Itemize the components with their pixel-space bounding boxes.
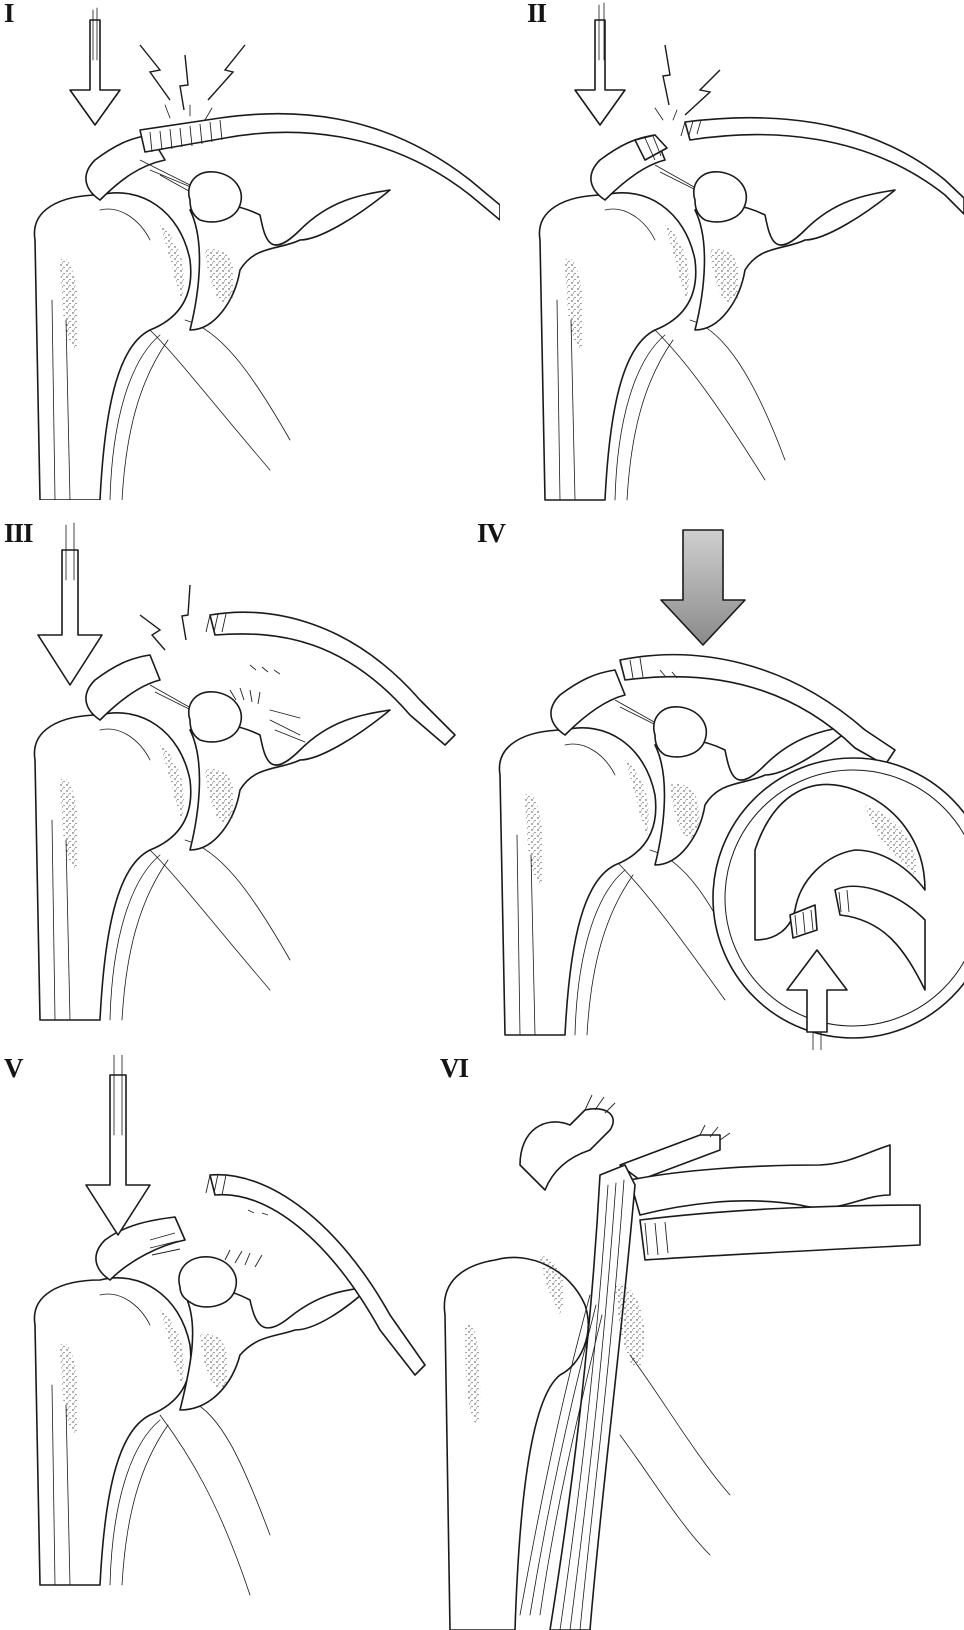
shoulder-illustration xyxy=(0,1055,440,1630)
shoulder-illustration xyxy=(455,520,964,1050)
shoulder-illustration xyxy=(505,0,964,520)
panel-type-v: V xyxy=(0,1055,440,1630)
panel-label: IV xyxy=(477,520,505,547)
panel-label: V xyxy=(4,1055,23,1082)
panel-label: III xyxy=(4,520,33,547)
panel-type-iv: IV xyxy=(455,520,964,1050)
shoulder-illustration xyxy=(0,520,470,1040)
panel-label: VI xyxy=(440,1055,468,1082)
panel-label: I xyxy=(4,0,14,27)
panel-type-ii: II xyxy=(505,0,964,520)
panel-type-iii: III xyxy=(0,520,470,1040)
shoulder-illustration xyxy=(0,0,500,500)
panel-label: II xyxy=(527,0,546,27)
shoulder-illustration xyxy=(420,1055,964,1630)
panel-type-vi: VI xyxy=(420,1055,964,1630)
panel-type-i: I xyxy=(0,0,500,500)
